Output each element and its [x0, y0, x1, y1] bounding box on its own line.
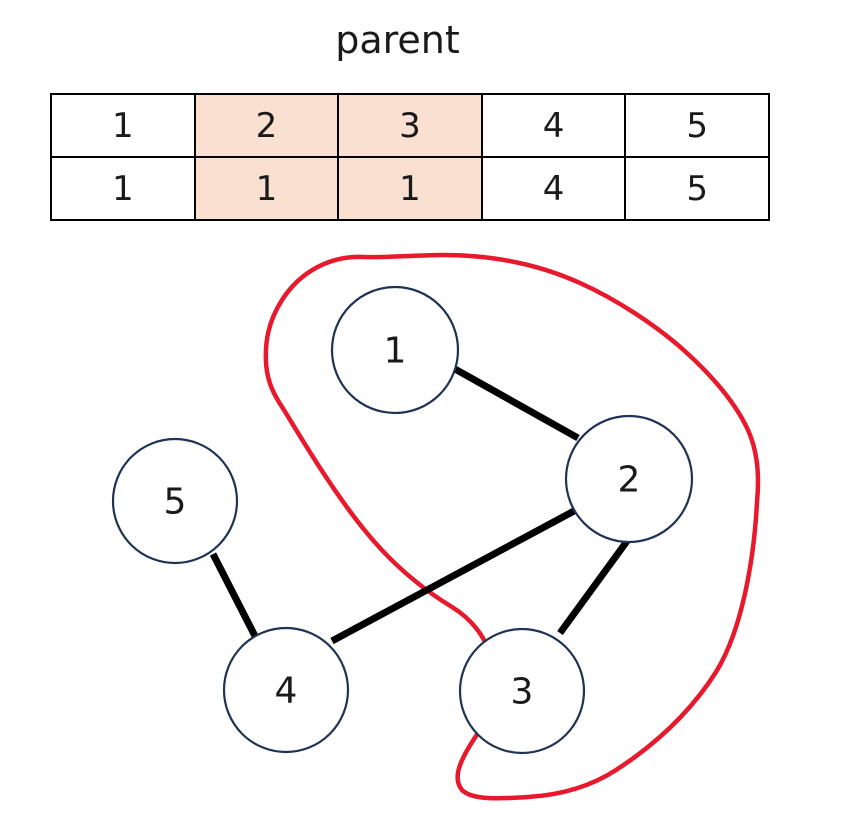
page-title: parent — [335, 18, 460, 62]
graph-edge-1-2 — [453, 365, 580, 442]
cell-index-5: 5 — [624, 93, 770, 158]
graph-edge-2-4 — [330, 507, 576, 645]
cell-parent-2: 1 — [193, 156, 340, 221]
node-circle-1[interactable] — [330, 285, 460, 415]
parent-array-table: 1 2 3 4 5 1 1 1 4 5 — [50, 93, 770, 221]
graph-edges — [209, 365, 633, 645]
graph-node-1[interactable]: 1 — [330, 285, 460, 415]
table-row-parent: 1 1 1 4 5 — [50, 156, 770, 221]
table-row-index: 1 2 3 4 5 — [50, 93, 770, 158]
node-circle-4[interactable] — [222, 626, 350, 754]
cell-index-2: 2 — [193, 93, 340, 158]
node-label-4: 4 — [275, 671, 298, 712]
cell-index-4: 4 — [480, 93, 627, 158]
cell-parent-4: 4 — [480, 156, 627, 221]
node-label-1: 1 — [384, 331, 407, 372]
cell-index-1: 1 — [50, 93, 196, 158]
node-label-5: 5 — [164, 482, 187, 523]
node-circle-5[interactable] — [111, 437, 239, 565]
graph-node-3[interactable]: 3 — [458, 627, 586, 755]
node-circle-2[interactable] — [564, 414, 694, 544]
cell-parent-5: 5 — [624, 156, 770, 221]
node-label-3: 3 — [511, 672, 534, 713]
node-label-2: 2 — [618, 460, 641, 501]
cell-index-3: 3 — [337, 93, 483, 158]
graph-edge-2-3 — [557, 534, 633, 636]
selection-lasso-icon — [263, 252, 761, 801]
graph-edge-5-4 — [209, 552, 260, 640]
cell-parent-3: 1 — [337, 156, 483, 221]
cell-parent-1: 1 — [50, 156, 196, 221]
graph-node-4[interactable]: 4 — [222, 626, 350, 754]
node-circle-3[interactable] — [458, 627, 586, 755]
graph-node-2[interactable]: 2 — [564, 414, 694, 544]
graph-node-5[interactable]: 5 — [111, 437, 239, 565]
graph-nodes: 1 2 3 4 5 — [111, 285, 694, 755]
